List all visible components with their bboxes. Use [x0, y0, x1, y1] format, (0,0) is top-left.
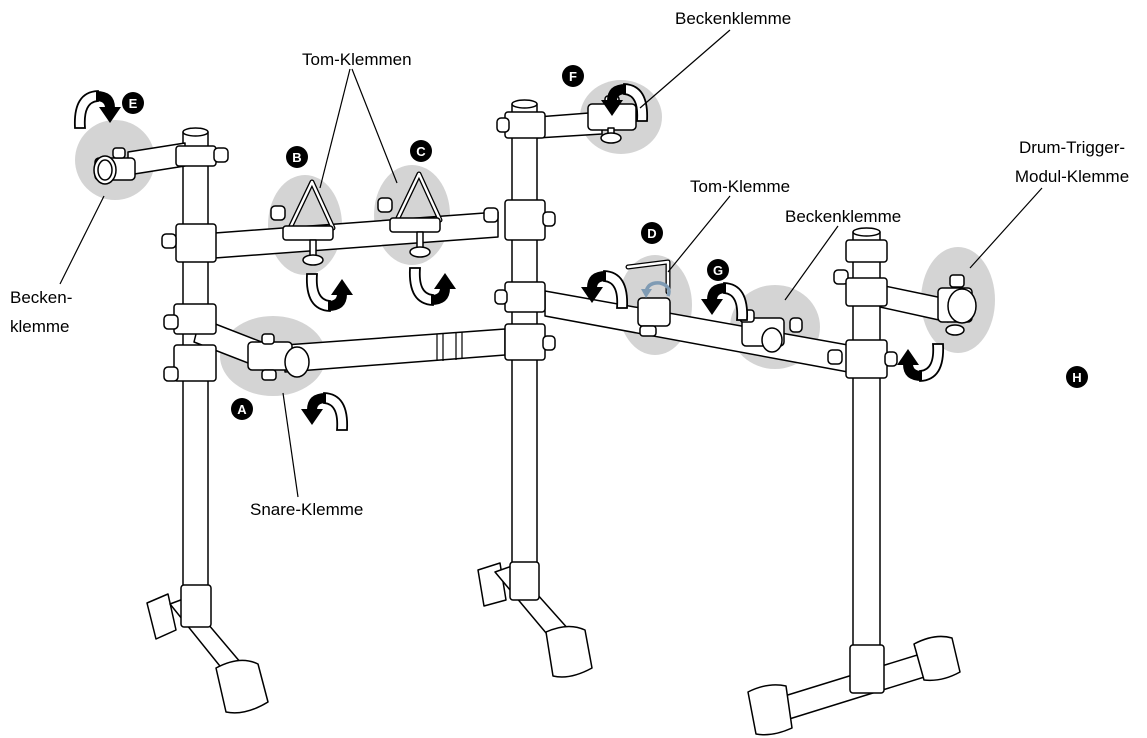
key-rotation-icon [644, 281, 671, 297]
tom-clamp-c [377, 171, 443, 258]
svg-text:C: C [416, 144, 426, 159]
middle-post-clamp-right [504, 281, 546, 313]
leader-tom-clamps-c [351, 68, 398, 184]
labels: Beckenklemme Tom-Klemmen Tom-Klemme Drum… [10, 9, 1129, 519]
label-cymbal-clamp-left-line2: klemme [10, 317, 70, 336]
left-post-clamp-snare [173, 303, 217, 335]
middle-post-top [511, 99, 538, 109]
rotate-arrow-icon-b [305, 273, 354, 312]
left-post-clamp-lower [173, 344, 217, 382]
middle-post-clamp-top [504, 111, 546, 139]
leader-tom-clamp [667, 195, 731, 273]
left-post-base-joint [180, 584, 212, 628]
wing-knob [833, 269, 849, 285]
lower-crossbar-joint-marks [436, 332, 463, 361]
label-cymbal-clamp-right: Beckenklemme [785, 207, 901, 226]
wing-knob [496, 117, 510, 133]
marker-h: H [1066, 366, 1088, 388]
leader-trigger-clamp [969, 187, 1043, 269]
wing-knob [542, 335, 556, 351]
cymbal-clamp-e [93, 147, 136, 185]
marker-d: D [641, 222, 663, 244]
right-post-clamp-top [845, 239, 888, 263]
rotate-arrow-icon-a [300, 392, 349, 431]
left-post-clamp-top [175, 145, 217, 167]
wing-knob [494, 289, 508, 305]
cymbal-clamp-g [739, 309, 803, 353]
left-base-front-cap [215, 659, 269, 714]
leader-snare-clamp [282, 392, 299, 498]
trigger-module-clamp-h [937, 274, 977, 336]
middle-post-clamp-upper [504, 199, 546, 241]
marker-a: A [231, 398, 253, 420]
wing-knob [884, 351, 898, 367]
label-cymbal-clamp-left-line1: Becken- [10, 288, 72, 307]
right-post-base-joint [849, 644, 885, 694]
tom-clamp-b [270, 179, 336, 266]
markers: A B C D E F G H [122, 65, 1088, 420]
middle-post-clamp-lower [504, 323, 546, 361]
wing-knob [213, 147, 229, 163]
marker-g: G [707, 259, 729, 281]
wing-knob [483, 207, 499, 223]
label-tom-clamps: Tom-Klemmen [302, 50, 412, 69]
wing-knob [163, 366, 179, 382]
leader-cymbal-clamp-right [784, 225, 839, 301]
label-trigger-clamp-line2: Modul-Klemme [1015, 167, 1129, 186]
upper-crossbar [214, 211, 499, 259]
svg-text:B: B [292, 150, 301, 165]
middle-post-base-joint [509, 561, 540, 601]
leader-tom-clamps-b [319, 68, 351, 189]
marker-c: C [410, 140, 432, 162]
wing-knob [827, 349, 843, 365]
cymbal-clamp-f [587, 95, 637, 144]
rotate-arrow-icon-c [408, 267, 457, 306]
marker-e: E [122, 92, 144, 114]
wing-knob [542, 211, 556, 227]
leader-cymbal-clamp-top [639, 29, 731, 109]
left-base-rear-cap [146, 593, 177, 640]
right-post-clamp-lower [845, 339, 888, 379]
wing-knob [161, 233, 177, 249]
right-base-left-cap [747, 684, 793, 736]
svg-text:D: D [647, 226, 656, 241]
svg-text:E: E [129, 96, 138, 111]
wing-knob [163, 314, 179, 330]
marker-f: F [562, 65, 584, 87]
svg-text:F: F [569, 69, 577, 84]
svg-text:A: A [237, 402, 247, 417]
middle-base-front-cap [545, 625, 593, 678]
svg-text:G: G [713, 263, 723, 278]
tom-clamp-d [625, 259, 671, 337]
right-post-clamp-trigger [845, 277, 888, 307]
right-post-top [852, 227, 881, 237]
label-cymbal-clamp-top: Beckenklemme [675, 9, 791, 28]
leader-lines [59, 29, 1043, 498]
right-base-right-cap [913, 635, 961, 682]
rotate-arrow-icon-g [700, 282, 749, 321]
left-post-top [182, 127, 209, 137]
label-tom-clamp: Tom-Klemme [690, 177, 790, 196]
rotate-arrow-icon-h [896, 343, 945, 382]
label-trigger-clamp-line1: Drum-Trigger- [1019, 138, 1125, 157]
snare-clamp-a [247, 333, 310, 381]
svg-text:H: H [1072, 370, 1081, 385]
marker-b: B [286, 146, 308, 168]
left-post-clamp-upper [175, 223, 217, 263]
post-clamps [161, 111, 898, 382]
leader-cymbal-clamp-left [59, 195, 105, 285]
label-snare-clamp: Snare-Klemme [250, 500, 363, 519]
